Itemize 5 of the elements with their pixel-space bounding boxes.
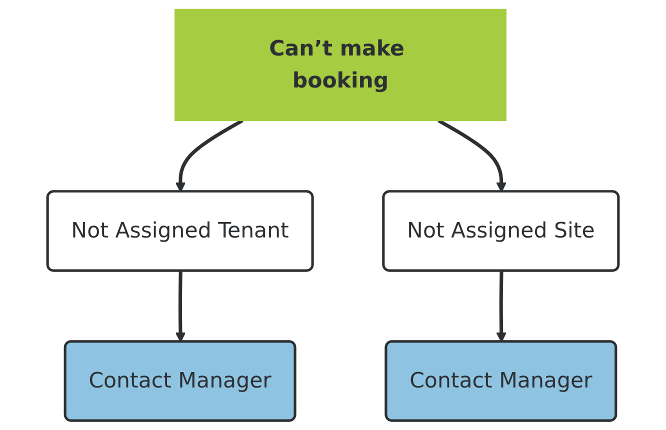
arrow <box>175 271 186 342</box>
arrow <box>438 118 507 192</box>
arrow <box>175 118 244 192</box>
node-box: Can’t make booking <box>174 8 506 122</box>
arrow <box>496 271 507 342</box>
